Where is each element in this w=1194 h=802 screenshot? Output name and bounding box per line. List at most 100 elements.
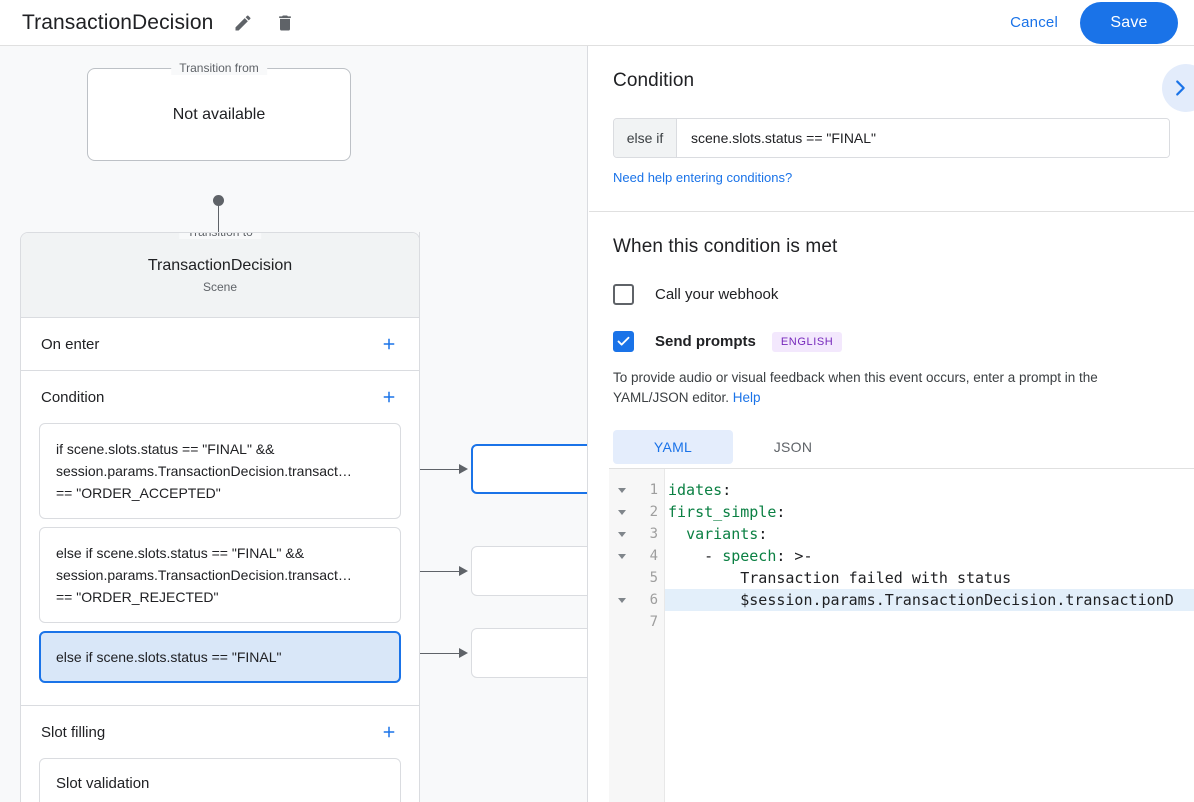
condition-detail-title: Condition	[613, 70, 695, 91]
editor-code-line[interactable]: first_simple:	[668, 503, 786, 521]
target-node-1[interactable]	[471, 444, 587, 494]
editor-code-line[interactable]: $session.params.TransactionDecision.tran…	[665, 589, 1194, 611]
condition-line: session.params.TransactionDecision.trans…	[56, 463, 352, 479]
transition-to-title: TransactionDecision	[147, 256, 293, 274]
line-number: 5	[649, 570, 658, 586]
target-node-2[interactable]	[471, 546, 587, 596]
editor-gutter-row: 3	[609, 523, 664, 545]
on-enter-header[interactable]: On enter	[21, 318, 419, 370]
page-title: TransactionDecision	[22, 10, 214, 34]
transition-from-card[interactable]: Transition from Not available	[87, 61, 351, 161]
condition-label: Condition	[41, 388, 105, 406]
editor-gutter: 1 2 3 4 5 6 7	[609, 469, 665, 802]
prompts-help-link[interactable]: Help	[732, 390, 761, 405]
section-condition: Condition if scene.slots.status == "FINA…	[21, 371, 419, 706]
when-condition-met-section: When this condition is met Call your web…	[589, 212, 1194, 464]
fold-toggle-icon[interactable]	[609, 507, 635, 517]
add-on-enter-button[interactable]	[377, 332, 401, 356]
condition-expression-input[interactable]	[677, 119, 1169, 157]
tab-yaml[interactable]: YAML	[613, 430, 733, 464]
send-prompts-label: Send prompts	[655, 333, 756, 350]
line-number: 4	[649, 548, 658, 564]
plus-icon	[380, 388, 398, 406]
editor-gutter-row: 2	[609, 501, 664, 523]
condition-prefix-label: else if	[614, 119, 677, 157]
transition-to-header[interactable]: Transition to TransactionDecision Scene	[21, 233, 419, 318]
target-node-3[interactable]	[471, 628, 587, 678]
plus-icon	[380, 723, 398, 741]
fold-toggle-icon[interactable]	[609, 595, 635, 605]
condition-line: else if scene.slots.status == "FINAL"	[56, 649, 282, 665]
condition-input-row[interactable]: else if	[613, 118, 1170, 158]
pencil-icon	[233, 13, 253, 33]
yaml-editor[interactable]: 1 2 3 4 5 6 7 idates: first_simple: variants: -…	[609, 468, 1194, 802]
condition-list: if scene.slots.status == "FINAL" && sess…	[21, 423, 419, 705]
line-number: 6	[649, 592, 658, 608]
slot-filling-label: Slot filling	[41, 723, 106, 741]
transition-to-subtitle: Scene	[202, 279, 238, 294]
line-number: 2	[649, 504, 658, 520]
editor-code-line[interactable]: idates:	[668, 481, 732, 499]
line-number: 7	[649, 614, 658, 630]
prompts-description: To provide audio or visual feedback when…	[613, 368, 1170, 408]
scene-graph-canvas[interactable]: Transition from Not available Transition…	[0, 46, 588, 802]
check-icon	[616, 334, 631, 349]
editor-gutter-row: 6	[609, 589, 664, 611]
condition-card-selected[interactable]: else if scene.slots.status == "FINAL"	[39, 631, 401, 683]
save-button[interactable]: Save	[1080, 1, 1178, 44]
editor-code-line[interactable]: - speech: >-	[668, 547, 813, 565]
collapse-panel-button[interactable]	[1162, 64, 1194, 112]
condition-line: == "ORDER_REJECTED"	[56, 589, 219, 605]
fold-toggle-icon[interactable]	[609, 485, 635, 495]
condition-card[interactable]: if scene.slots.status == "FINAL" && sess…	[39, 423, 401, 519]
editor-gutter-row: 7	[609, 611, 664, 633]
slot-filling-header[interactable]: Slot filling	[21, 706, 419, 758]
condition-2-connector	[405, 571, 461, 572]
condition-1-connector	[405, 469, 461, 470]
condition-3-connector	[405, 653, 461, 654]
call-webhook-checkbox[interactable]	[613, 284, 634, 305]
section-divider	[589, 211, 1194, 212]
condition-line: == "ORDER_ACCEPTED"	[56, 485, 221, 501]
condition-detail-section: Condition else if Need help entering con…	[589, 46, 1194, 212]
flow-source-dot	[213, 195, 224, 206]
format-tabs: YAML JSON	[613, 430, 1170, 464]
add-slot-filling-button[interactable]	[377, 720, 401, 744]
webhook-row[interactable]: Call your webhook	[613, 284, 1170, 305]
section-slot-filling: Slot filling Slot validation	[21, 706, 419, 802]
edit-name-button[interactable]	[231, 11, 255, 35]
editor-code-line[interactable]: variants:	[686, 525, 768, 543]
condition-line: if scene.slots.status == "FINAL" &&	[56, 441, 275, 457]
editor-code-line[interactable]	[665, 611, 1194, 633]
condition-help-link[interactable]: Need help entering conditions?	[613, 170, 793, 185]
condition-header[interactable]: Condition	[21, 371, 419, 423]
top-bar: TransactionDecision Cancel Save	[0, 0, 1194, 46]
editor-gutter-row: 4	[609, 545, 664, 567]
slot-validation-card[interactable]: Slot validation	[39, 758, 401, 802]
cancel-button[interactable]: Cancel	[998, 6, 1070, 39]
section-on-enter: On enter	[21, 318, 419, 371]
send-prompts-row[interactable]: Send prompts ENGLISH	[613, 331, 1170, 352]
prompts-description-text: To provide audio or visual feedback when…	[613, 370, 1098, 405]
add-condition-button[interactable]	[377, 385, 401, 409]
delete-button[interactable]	[273, 11, 297, 35]
editor-code-area[interactable]: idates: first_simple: variants: - speech:…	[665, 469, 1194, 802]
send-prompts-checkbox[interactable]	[613, 331, 634, 352]
fold-toggle-icon[interactable]	[609, 551, 635, 561]
chevron-right-icon	[1169, 77, 1194, 99]
editor-gutter-row: 1	[609, 479, 664, 501]
scene-card: Transition to TransactionDecision Scene …	[20, 232, 420, 802]
trash-icon	[275, 13, 295, 33]
tab-json[interactable]: JSON	[773, 439, 813, 455]
editor-code-line[interactable]: Transaction failed with status	[668, 569, 1012, 587]
transition-from-legend: Transition from	[171, 61, 267, 75]
on-enter-label: On enter	[41, 335, 100, 353]
line-number: 1	[649, 482, 658, 498]
call-webhook-label: Call your webhook	[655, 286, 779, 303]
transition-from-value: Not available	[172, 105, 266, 123]
fold-toggle-icon[interactable]	[609, 529, 635, 539]
condition-3-arrow	[459, 648, 468, 658]
condition-1-arrow	[459, 464, 468, 474]
condition-card[interactable]: else if scene.slots.status == "FINAL" &&…	[39, 527, 401, 623]
